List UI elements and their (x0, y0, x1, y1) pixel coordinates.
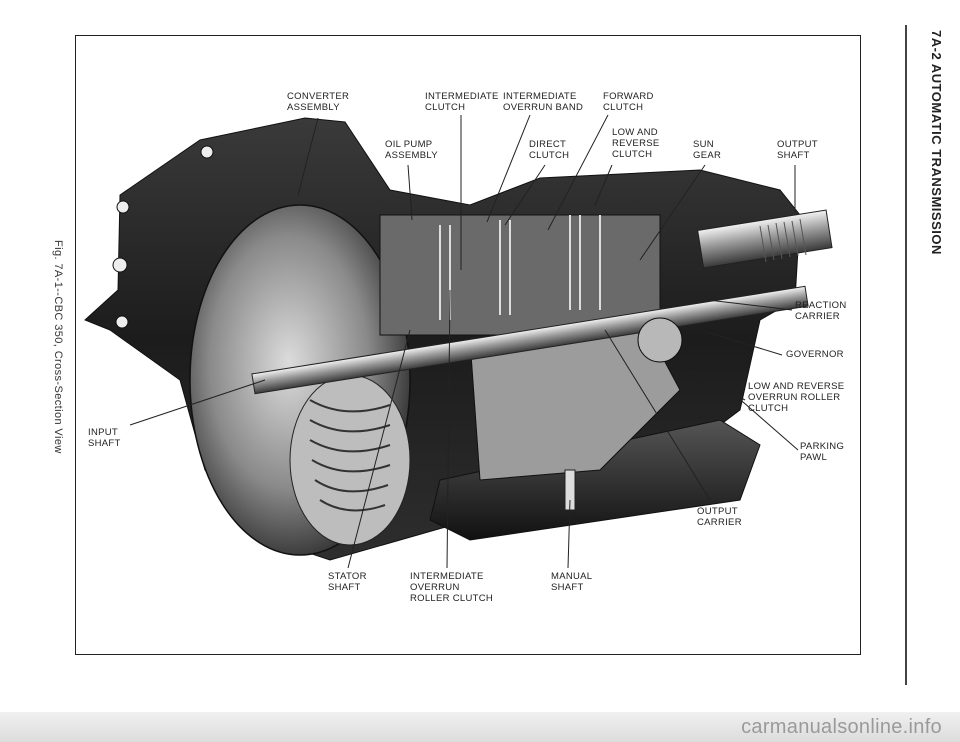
margin-rule (905, 25, 907, 685)
label-manual-shaft: MANUAL SHAFT (551, 571, 593, 593)
label-input-shaft: INPUT SHAFT (88, 427, 121, 449)
label-direct-clutch: DIRECT CLUTCH (529, 139, 570, 161)
stator-vanes (309, 399, 391, 512)
label-output-carrier: OUTPUT CARRIER (697, 506, 742, 528)
label-oil-pump-assembly: OIL PUMP ASSEMBLY (385, 139, 438, 161)
output-shaft (697, 209, 833, 269)
label-governor: GOVERNOR (786, 349, 844, 360)
label-intermediate-overrun-band: INTERMEDIATE OVERRUN BAND (503, 91, 584, 113)
label-low-and-reverse-clutch: LOW AND REVERSE CLUTCH (612, 127, 660, 160)
footer-band (0, 712, 960, 742)
clutch-pack-body (379, 214, 661, 336)
label-parking-pawl: PARKING PAWL (800, 441, 845, 463)
label-stator-shaft: STATOR SHAFT (328, 571, 367, 593)
bolt-hole (116, 200, 130, 214)
bolt-hole (200, 145, 214, 159)
label-converter-assembly: CONVERTER ASSEMBLY (287, 91, 350, 113)
oil-pan (429, 419, 761, 541)
label-sun-gear: SUN GEAR (693, 139, 722, 161)
governor-body (637, 317, 683, 363)
bolt-hole (112, 257, 128, 273)
label-low-reverse-overrun-roller-clutch: LOW AND REVERSE OVERRUN ROLLER CLUTCH (748, 381, 845, 414)
bolt-hole (115, 315, 129, 329)
label-output-shaft: OUTPUT SHAFT (777, 139, 818, 161)
label-reaction-carrier: REACTION CARRIER (795, 300, 847, 322)
label-intermediate-overrun-roller-clutch: INTERMEDIATE OVERRUN ROLLER CLUTCH (410, 571, 494, 604)
label-intermediate-clutch: INTERMEDIATE CLUTCH (425, 91, 499, 113)
output-splines (759, 218, 807, 263)
watermark: carmanualsonline.info (741, 716, 942, 738)
label-forward-clutch: FORWARD CLUTCH (603, 91, 654, 113)
leader-lines (129, 114, 799, 569)
